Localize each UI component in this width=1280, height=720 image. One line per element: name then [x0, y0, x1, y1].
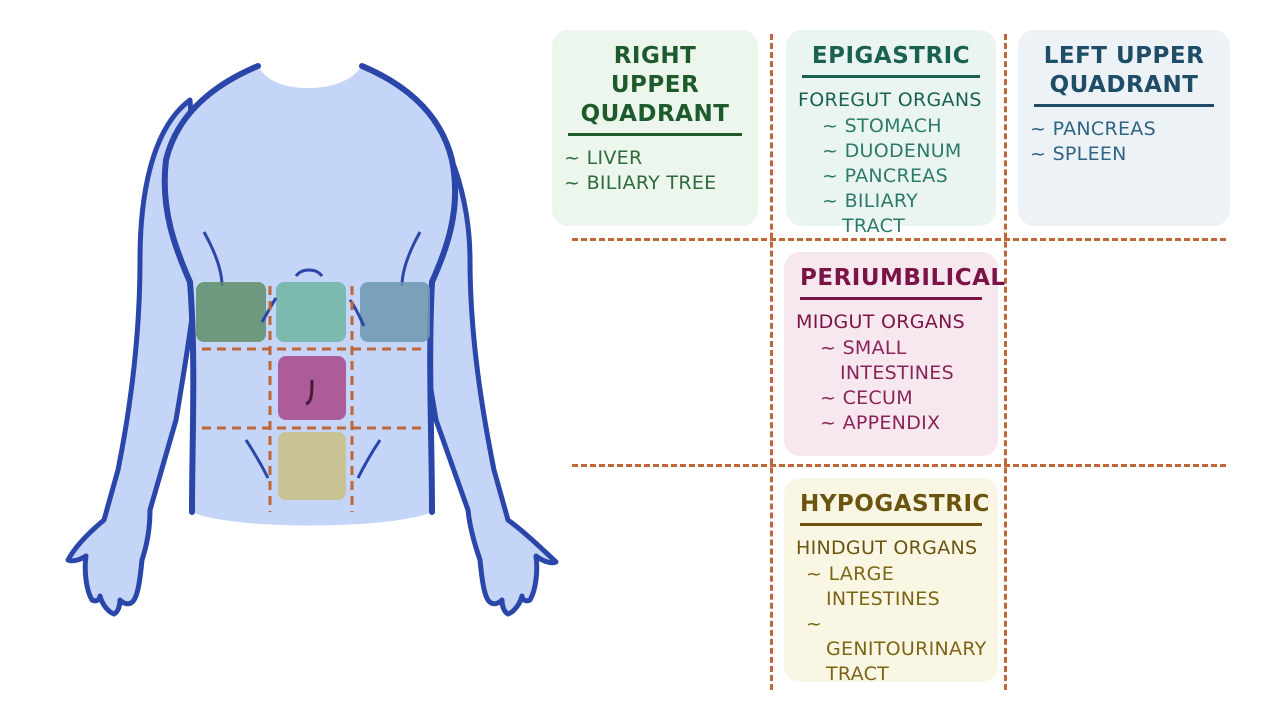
- organ-item: LIVER: [564, 146, 746, 171]
- organ-item: SMALL INTESTINES: [820, 336, 986, 386]
- organ-list: SMALL INTESTINES CECUM APPENDIX: [796, 336, 986, 436]
- organ-item: STOMACH: [822, 114, 984, 139]
- card-subhead: MIDGUT ORGANS: [796, 311, 965, 333]
- organ-list: LARGE INTESTINES GENITOURINARY TRACT: [796, 562, 986, 687]
- organ-item: PANCREAS: [822, 164, 984, 189]
- card-title: EPIGASTRIC: [802, 42, 980, 78]
- trunk-outline-left: [359, 63, 459, 515]
- organ-item: APPENDIX: [820, 411, 986, 436]
- grid-line-vertical-1: [770, 34, 773, 690]
- organ-list: STOMACH DUODENUM PANCREAS BILIARY TRACT: [798, 114, 984, 239]
- card-title: HYPOGASTRIC: [800, 490, 989, 526]
- organ-item: BILIARY TREE: [564, 171, 746, 196]
- torso-illustration: [65, 63, 559, 617]
- organ-item: PANCREAS: [1030, 117, 1218, 142]
- organ-item: LARGE INTESTINES: [806, 562, 986, 612]
- region-square-ruq: [196, 282, 266, 342]
- organ-item: SPLEEN: [1030, 142, 1218, 167]
- organ-item: CECUM: [820, 386, 986, 411]
- organ-list: PANCREAS SPLEEN: [1030, 117, 1218, 167]
- organ-item: DUODENUM: [822, 139, 984, 164]
- card-title: LEFT UPPER QUADRANT: [1034, 42, 1214, 107]
- torso-grid: [202, 286, 424, 512]
- card-periumbilical: PERIUMBILICAL MIDGUT ORGANS SMALL INTEST…: [784, 252, 1005, 456]
- card-left-upper-quadrant: LEFT UPPER QUADRANT PANCREAS SPLEEN: [1018, 30, 1230, 226]
- region-square-luq: [360, 282, 430, 342]
- organ-item: BILIARY TRACT: [822, 189, 984, 239]
- right-axilla-line: [202, 231, 224, 287]
- right-groin-line: [244, 439, 270, 479]
- card-hypogastric: HYPOGASTRIC HINDGUT ORGANS LARGE INTESTI…: [784, 478, 998, 685]
- left-groin-line: [356, 439, 382, 479]
- grid-line-horizontal-1: [572, 238, 1226, 241]
- organ-list: LIVER BILIARY TREE: [564, 146, 746, 196]
- card-title: PERIUMBILICAL: [800, 264, 1005, 300]
- card-epigastric: EPIGASTRIC FOREGUT ORGANS STOMACH DUODEN…: [786, 30, 996, 237]
- card-subhead: FOREGUT ORGANS: [798, 89, 982, 111]
- region-square-epigastric: [276, 282, 346, 342]
- xiphoid-line: [294, 268, 324, 278]
- trunk-outline-right: [161, 63, 261, 515]
- umbilicus-mark: [305, 379, 314, 406]
- region-square-hypogastric: [278, 432, 346, 500]
- grid-line-horizontal-2: [572, 464, 1226, 467]
- card-subhead: HINDGUT ORGANS: [796, 537, 978, 559]
- card-right-upper-quadrant: RIGHT UPPER QUADRANT LIVER BILIARY TREE: [552, 30, 758, 226]
- organ-item: GENITOURINARY TRACT: [806, 612, 986, 687]
- grid-line-vertical-2: [1004, 34, 1007, 690]
- right-arm: [65, 97, 203, 617]
- left-axilla-line: [400, 231, 422, 287]
- card-title: RIGHT UPPER QUADRANT: [568, 42, 742, 136]
